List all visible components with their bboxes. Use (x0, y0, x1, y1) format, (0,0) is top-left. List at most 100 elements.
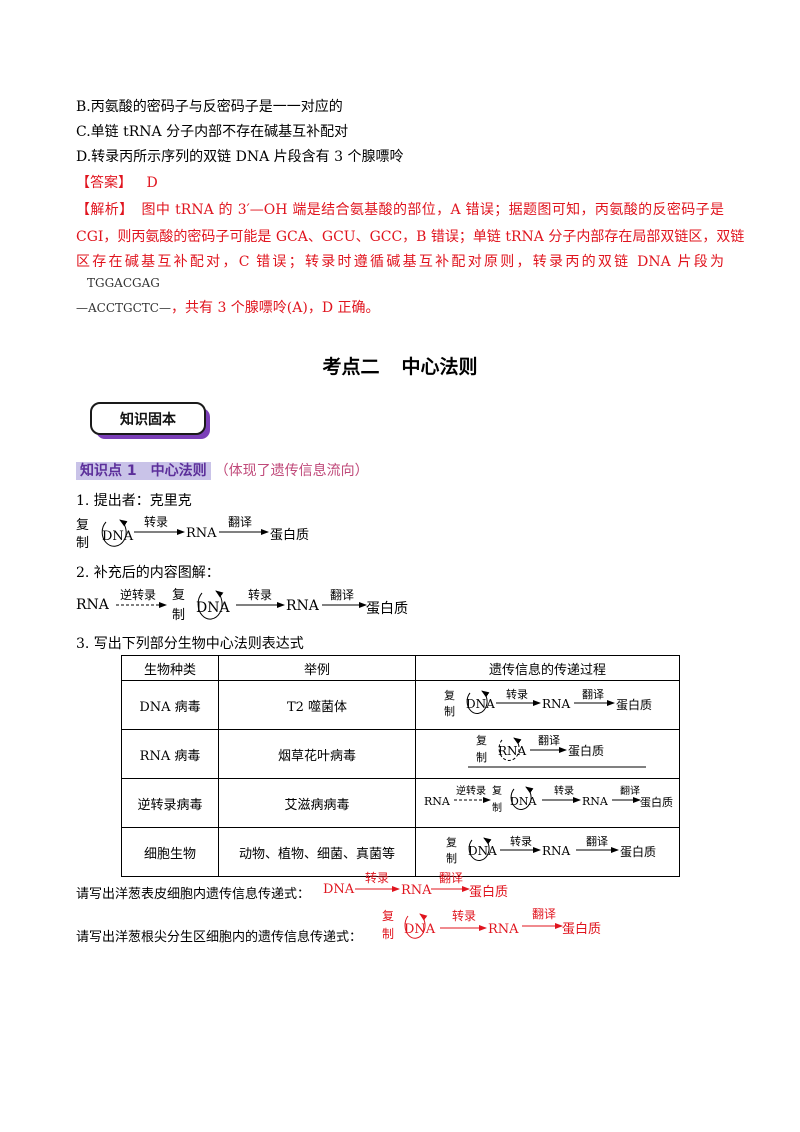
analysis-tail: ，共有 3 个腺嘌呤(A)，D 正确。 (171, 300, 380, 316)
table-cell-process: 复 制 DNA 转录 RNA 翻译 蛋白质 (415, 827, 680, 877)
table-cell-kind: 细胞生物 (121, 827, 219, 877)
section-title-part1: 考点二 (322, 356, 380, 378)
dna-sequence-top: TGGACGAG (87, 276, 160, 290)
rna-label: RNA (401, 883, 432, 898)
table-cell-kind: 逆转录病毒 (121, 778, 219, 828)
rna-label: RNA (542, 697, 571, 711)
replication-loop-arrow (510, 786, 534, 810)
protein-label: 蛋白质 (562, 921, 601, 937)
answer-line: 【答案】 D (76, 172, 158, 192)
question-1-text: 请写出洋葱表皮细胞内遗传信息传递式： (76, 887, 311, 902)
replicate-char-1: 复 (492, 784, 502, 797)
dna-label: DNA (510, 795, 537, 808)
analysis-line-2: CGI，则丙氨酸的密码子可能是 GCA、GCU、GCC，B 错误；单链 tRNA… (76, 229, 745, 245)
table-cell-example: 艾滋病病毒 (218, 778, 416, 828)
table-row: DNA 病毒 T2 噬菌体 复 制 DNA 转录 RNA 翻译 蛋白质 (121, 680, 680, 730)
central-dogma-diagram: 复 制 DNA 转录 RNA 翻译 蛋白质 (76, 514, 309, 551)
table-header: 生物种类 (121, 655, 219, 681)
analysis-line-1: 【解析】图中 tRNA 的 3′—OH 端是结合氨基酸的部位，A 错误；据题图可… (76, 199, 724, 219)
table-cell-example: 动物、植物、细菌、真菌等 (218, 827, 416, 877)
replicate-char-2: 制 (476, 751, 487, 764)
rna-label: RNA (582, 795, 609, 808)
translate-label: 翻译 (330, 588, 354, 602)
table-cell-example: T2 噬菌体 (218, 680, 416, 730)
table-cell-kind: DNA 病毒 (121, 680, 219, 730)
table-cell-process: RNA 逆转录 复 制 DNA 转录 RNA 翻译 蛋白质 (415, 778, 680, 828)
table-row: 细胞生物 动物、植物、细菌、真菌等 复 制 DNA 转录 RNA 翻译 蛋白质 (121, 827, 680, 877)
replicate-char-2: 制 (444, 705, 455, 718)
rna-label: RNA (186, 526, 217, 541)
analysis-line-3: 区存在碱基互补配对，C 错误；转录时遵循碱基互补配对原则，转录丙的双链 DNA … (76, 254, 724, 270)
option-b: B.丙氨酸的密码子与反密码子是一一对应的 (76, 99, 343, 115)
protein-label: 蛋白质 (640, 795, 673, 809)
rna-label: RNA (542, 844, 571, 858)
replicate-char-1: 复 (446, 835, 457, 849)
rna-label: RNA (76, 597, 110, 613)
knowledge-point-heading: 知识点 1 中心法则（体现了遗传信息流向） (76, 460, 369, 480)
knowledge-point-note: （体现了遗传信息流向） (214, 463, 369, 479)
section-title-part2: 中心法则 (401, 356, 478, 378)
protein-label: 蛋白质 (620, 844, 656, 859)
dna-sequence-bottom: —ACCTGCTC— (76, 301, 171, 315)
answer-label: 【答案】 (76, 175, 132, 191)
replication-loop-arrow (468, 837, 492, 861)
reverse-transcribe-label: 逆转录 (120, 587, 156, 602)
reverse-transcribe-label: 逆转录 (456, 784, 486, 797)
table-header-row: 生物种类 举例 遗传信息的传递过程 (121, 655, 680, 681)
replicate-char-2: 制 (382, 927, 394, 941)
replicate-char-2: 制 (172, 608, 185, 623)
item-3: 3. 写出下列部分生物中心法则表达式 (76, 636, 304, 652)
replicate-char-2: 制 (492, 801, 502, 814)
protein-label: 蛋白质 (366, 601, 408, 617)
transcribe-label: 转录 (452, 908, 476, 923)
replication-loop-arrow (197, 590, 224, 620)
table-cell-kind: RNA 病毒 (121, 729, 219, 779)
option-d: D.转录丙所示序列的双链 DNA 片段含有 3 个腺嘌呤 (76, 149, 404, 165)
question-2-line: 请写出洋葱根尖分生区细胞内的遗传信息传递式： 复 制 DNA 转录 RNA 翻译… (76, 907, 601, 945)
knowledge-point-label: 知识点 1 中心法则 (76, 462, 211, 480)
replicate-char-1: 复 (172, 588, 185, 603)
rna-label: RNA (286, 598, 320, 614)
rna-label: RNA (488, 922, 519, 937)
rna-label: RNA (498, 744, 527, 758)
option-c: C.单链 tRNA 分子内部不存在碱基互补配对 (76, 124, 349, 140)
analysis-label: 【解析】 (76, 202, 134, 218)
rna-label: RNA (424, 795, 451, 808)
replicate-char-2: 制 (446, 852, 457, 865)
protein-label: 蛋白质 (616, 697, 652, 712)
translate-label: 翻译 (439, 871, 463, 885)
organism-dogma-table: 生物种类 举例 遗传信息的传递过程 DNA 病毒 T2 噬菌体 复 制 DNA … (121, 655, 680, 877)
table-row: 逆转录病毒 艾滋病病毒 RNA 逆转录 复 制 DNA 转录 RNA 翻译 蛋白… (121, 778, 680, 828)
dna-label: DNA (323, 882, 355, 897)
protein-label: 蛋白质 (270, 527, 309, 543)
section-title: 考点二中心法则 (0, 352, 800, 379)
question-1-answer-formula: DNA 转录 RNA 翻译 蛋白质 (323, 871, 508, 900)
question-1-line: 请写出洋葱表皮细胞内遗传信息传递式： DNA 转录 RNA 翻译 蛋白质 (76, 871, 508, 902)
translate-label: 翻译 (582, 687, 604, 701)
analysis-line-4: —ACCTGCTC—，共有 3 个腺嘌呤(A)，D 正确。 (76, 297, 380, 317)
translate-label: 翻译 (620, 785, 640, 797)
protein-label: 蛋白质 (469, 884, 508, 900)
table-cell-example: 烟草花叶病毒 (218, 729, 416, 779)
replicate-char-1: 复 (76, 518, 89, 533)
dna-label: DNA (404, 922, 436, 937)
table-cell-process: 复 制 RNA 翻译 蛋白质 (415, 729, 680, 779)
table-header: 举例 (218, 655, 416, 681)
translate-label: 翻译 (586, 834, 608, 848)
badge-label: 知识固本 (120, 411, 177, 428)
table-header: 遗传信息的传递过程 (415, 655, 680, 681)
table-cell-process: 复 制 DNA 转录 RNA 翻译 蛋白质 (415, 680, 680, 730)
replicate-char-1: 复 (444, 688, 455, 702)
replicate-char-1: 复 (382, 909, 394, 923)
translate-label: 翻译 (228, 515, 252, 529)
translate-label: 翻译 (538, 733, 560, 747)
transcribe-label: 转录 (248, 587, 272, 602)
dna-label: DNA (468, 844, 497, 858)
question-2-answer-formula: 复 制 DNA 转录 RNA 翻译 蛋白质 (382, 907, 601, 941)
protein-label: 蛋白质 (568, 743, 604, 758)
transcribe-label: 转录 (506, 687, 528, 701)
dna-label: DNA (102, 529, 134, 544)
rna-replication-loop-arrow (498, 737, 522, 761)
transcribe-label: 转录 (365, 871, 389, 885)
